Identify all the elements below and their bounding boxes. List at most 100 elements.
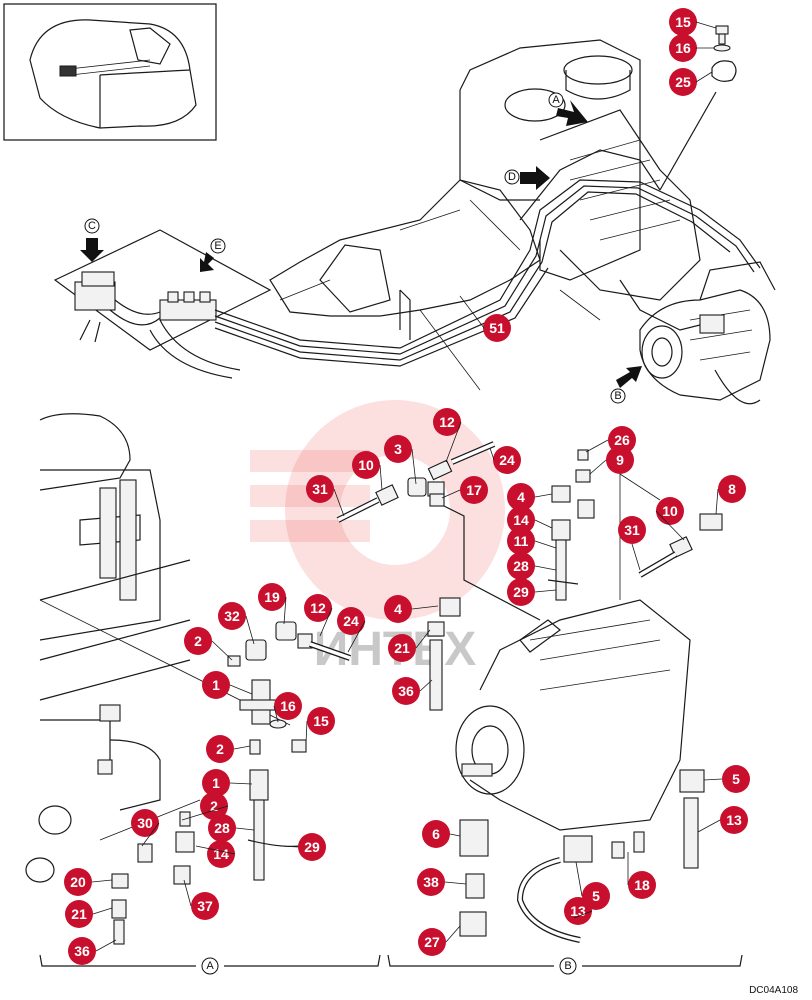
callout-37: 37 bbox=[191, 892, 219, 920]
callout-14a: 14 bbox=[507, 506, 535, 534]
svg-text:8: 8 bbox=[728, 481, 736, 497]
control-panel-assembly bbox=[53, 229, 272, 351]
callout-32: 32 bbox=[218, 602, 246, 630]
callout-29b: 29 bbox=[298, 833, 326, 861]
svg-text:12: 12 bbox=[310, 600, 326, 616]
svg-text:9: 9 bbox=[616, 452, 624, 468]
svg-text:5: 5 bbox=[732, 771, 740, 787]
svg-text:4: 4 bbox=[394, 601, 402, 617]
callout-36b: 36 bbox=[392, 677, 420, 705]
watermark-gear bbox=[250, 400, 505, 620]
callout-4a: 4 bbox=[507, 483, 535, 511]
view-a-frame bbox=[25, 413, 291, 883]
view-b-bracket bbox=[387, 954, 743, 967]
callout-12b: 12 bbox=[304, 594, 332, 622]
svg-text:28: 28 bbox=[513, 558, 529, 574]
svg-text:24: 24 bbox=[499, 452, 515, 468]
arrow-label-d: D bbox=[504, 169, 520, 185]
callout-27: 27 bbox=[418, 928, 446, 956]
svg-text:38: 38 bbox=[423, 874, 439, 890]
svg-text:31: 31 bbox=[624, 522, 640, 538]
callout-12a: 12 bbox=[433, 408, 461, 436]
view-a-fittings bbox=[111, 621, 351, 945]
svg-text:29: 29 bbox=[304, 839, 320, 855]
arrow-b bbox=[616, 366, 642, 388]
callout-21b: 21 bbox=[388, 634, 416, 662]
svg-text:1: 1 bbox=[212, 775, 220, 791]
callout-19: 19 bbox=[258, 583, 286, 611]
svg-text:18: 18 bbox=[634, 877, 650, 893]
clamp-hardware-top bbox=[659, 25, 737, 191]
upper-engine-block bbox=[459, 39, 701, 301]
callout-9: 9 bbox=[606, 446, 634, 474]
svg-text:10: 10 bbox=[358, 457, 374, 473]
callout-10b: 10 bbox=[656, 497, 684, 525]
callout-16b: 16 bbox=[274, 692, 302, 720]
callout-21a: 21 bbox=[65, 900, 93, 928]
svg-text:15: 15 bbox=[675, 14, 691, 30]
callout-31b: 31 bbox=[618, 516, 646, 544]
figure-code: DC04A108 bbox=[749, 985, 798, 996]
callout-13a: 13 bbox=[720, 806, 748, 834]
svg-text:24: 24 bbox=[343, 613, 359, 629]
callout-15b: 15 bbox=[307, 707, 335, 735]
svg-text:6: 6 bbox=[432, 826, 440, 842]
arrow-label-b: B bbox=[610, 388, 626, 404]
view-label-b: B bbox=[559, 957, 577, 975]
callout-24b: 24 bbox=[337, 607, 365, 635]
svg-text:27: 27 bbox=[424, 934, 440, 950]
middle-fittings bbox=[336, 441, 723, 621]
callout-28b: 28 bbox=[208, 814, 236, 842]
callout-16: 16 bbox=[669, 34, 697, 62]
callout-17: 17 bbox=[460, 476, 488, 504]
svg-text:31: 31 bbox=[312, 481, 328, 497]
callout-1a: 1 bbox=[202, 671, 230, 699]
svg-text:28: 28 bbox=[214, 820, 230, 836]
svg-text:B: B bbox=[564, 960, 571, 972]
callout-14b: 14 bbox=[207, 840, 235, 868]
callout-11: 11 bbox=[507, 527, 535, 555]
svg-text:5: 5 bbox=[592, 888, 600, 904]
svg-text:2: 2 bbox=[216, 741, 224, 757]
svg-text:20: 20 bbox=[70, 874, 86, 890]
svg-text:12: 12 bbox=[439, 414, 455, 430]
view-a-bracket bbox=[39, 954, 381, 967]
svg-text:D: D bbox=[508, 171, 516, 183]
svg-text:E: E bbox=[214, 240, 221, 252]
callout-24a: 24 bbox=[493, 446, 521, 474]
arrow-label-c: C bbox=[84, 218, 100, 234]
view-label-a: A bbox=[201, 957, 219, 975]
callout-10a: 10 bbox=[352, 451, 380, 479]
svg-text:36: 36 bbox=[398, 683, 414, 699]
callout-5a: 5 bbox=[722, 765, 750, 793]
svg-text:37: 37 bbox=[197, 898, 213, 914]
callout-13b: 13 bbox=[564, 897, 592, 925]
svg-text:14: 14 bbox=[513, 512, 529, 528]
svg-text:21: 21 bbox=[394, 640, 410, 656]
callout-2c: 2 bbox=[200, 792, 228, 820]
callout-2b: 2 bbox=[206, 735, 234, 763]
callout-25: 25 bbox=[669, 68, 697, 96]
svg-text:4: 4 bbox=[517, 489, 525, 505]
svg-text:16: 16 bbox=[280, 698, 296, 714]
svg-text:21: 21 bbox=[71, 906, 87, 922]
callout-2a: 2 bbox=[184, 627, 212, 655]
arrow-a bbox=[556, 100, 588, 126]
svg-text:26: 26 bbox=[614, 432, 630, 448]
svg-text:A: A bbox=[552, 94, 560, 106]
callout-18: 18 bbox=[628, 871, 656, 899]
callout-4b: 4 bbox=[384, 595, 412, 623]
callout-30: 30 bbox=[131, 809, 159, 837]
svg-text:11: 11 bbox=[514, 533, 529, 549]
svg-text:36: 36 bbox=[74, 943, 90, 959]
svg-text:13: 13 bbox=[726, 812, 742, 828]
callout-3: 3 bbox=[384, 435, 412, 463]
frame-body bbox=[269, 179, 541, 340]
svg-text:A: A bbox=[206, 960, 214, 972]
callout-6: 6 bbox=[422, 820, 450, 848]
callout-8: 8 bbox=[718, 475, 746, 503]
svg-text:15: 15 bbox=[313, 713, 329, 729]
svg-text:2: 2 bbox=[210, 798, 218, 814]
pump-b-assembly bbox=[639, 261, 776, 405]
svg-text:32: 32 bbox=[224, 608, 240, 624]
